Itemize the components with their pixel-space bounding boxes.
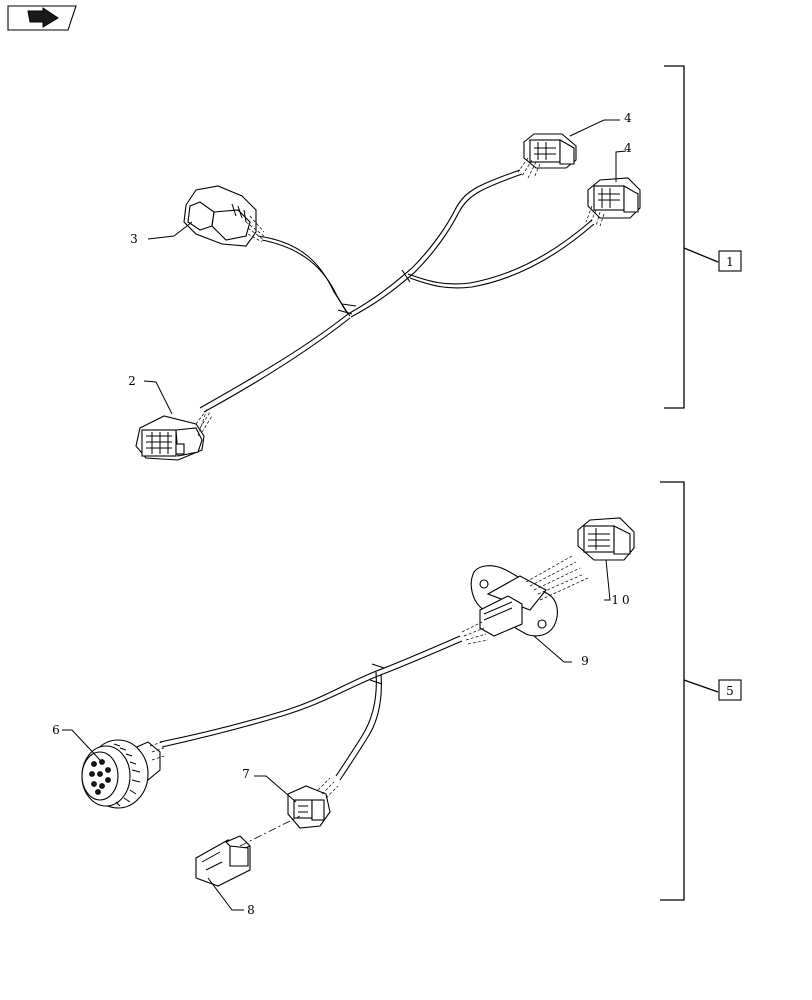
connector-part-4a — [517, 133, 577, 179]
harness-wires-upper — [199, 169, 595, 413]
callout-part-10: 10 — [611, 593, 632, 607]
callout-part-3: 3 — [130, 232, 138, 246]
callout-part-9: 9 — [581, 654, 589, 668]
assembly-5-label: 5 — [726, 684, 734, 698]
connector-part-7 — [287, 777, 339, 829]
connector-part-3 — [183, 185, 265, 247]
assembly-1-label: 1 — [726, 255, 734, 269]
lower-harness — [62, 481, 719, 911]
bracket-assembly-5 — [660, 481, 719, 901]
leaders-lower — [62, 559, 611, 911]
forward-arrow-icon[interactable] — [7, 5, 77, 31]
callout-part-4b: 4 — [624, 141, 632, 155]
harness-wires-lower — [159, 635, 463, 781]
assembly-5-box[interactable] — [718, 679, 742, 701]
bracket-assembly-1 — [664, 65, 719, 409]
connector-part-2 — [135, 407, 213, 461]
callout-labels: 1 5 2 3 4 4 6 7 8 9 10 — [52, 111, 742, 917]
pin-face — [89, 759, 111, 795]
leaders-upper — [143, 119, 627, 415]
connector-part-6 — [81, 739, 165, 809]
connector-part-8 — [195, 835, 251, 887]
assembly-1-box[interactable] — [718, 250, 742, 272]
callout-part-7: 7 — [242, 767, 250, 781]
connector-part-9 — [461, 555, 589, 645]
alignment-line — [239, 815, 301, 847]
connector-part-10 — [577, 517, 635, 561]
connector-part-4b — [585, 177, 641, 227]
callout-part-8: 8 — [247, 903, 255, 917]
callout-part-4a: 4 — [624, 111, 632, 125]
callout-part-2: 2 — [128, 374, 136, 388]
upper-harness — [135, 65, 719, 461]
callout-part-6: 6 — [52, 723, 60, 737]
